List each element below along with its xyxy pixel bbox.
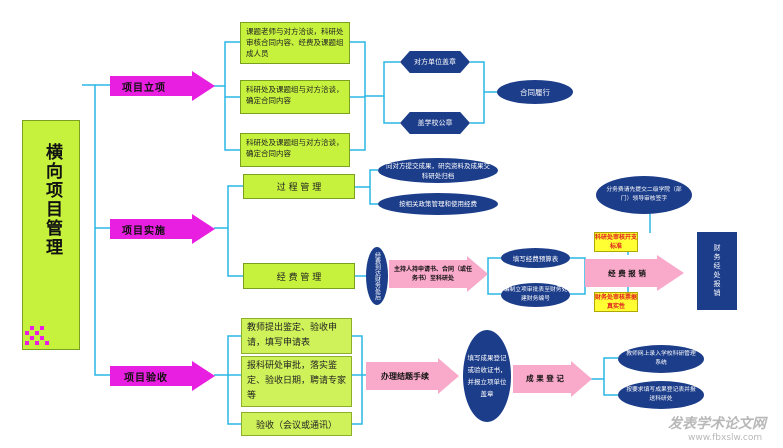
- fund-mgmt-box: 经 费 管 理: [243, 263, 355, 289]
- phase-arrow-lixiang: [110, 71, 215, 101]
- fund-arrive-oval: 经费到达财务处后: [366, 247, 388, 305]
- leader-approve-oval: 分务费请先提交二级学院（部门）领导审核签字: [596, 176, 692, 214]
- reimburse-label: 经 费 报 销: [608, 268, 646, 278]
- banli-label: 办理结题手续: [381, 371, 429, 381]
- finance-reimburse-box: 财务经处报销: [697, 232, 737, 310]
- fund-step-arrow: [389, 256, 488, 292]
- yanshou-box-3: 验收（会议或通讯）: [241, 412, 352, 436]
- pixel-mosaic-decoration: [25, 326, 49, 345]
- phase-arrow-yanshou: [110, 361, 215, 391]
- fund-step-label: 主持人持申请书、合同（或任务书）至科研处: [393, 266, 472, 282]
- fill-budget-oval: 填写经费预算表: [501, 248, 570, 268]
- phase-label-shishi: 项目实施: [122, 226, 166, 237]
- phase-label-yanshou: 项目验收: [124, 373, 168, 384]
- yanshou-oval-2: 按要求填写成果登记表并报送科研处: [618, 381, 704, 409]
- process-oval-1: 向对方提交成果，研究资料及成果交科研处归档: [378, 158, 498, 183]
- main-title: 横向项目管理: [42, 143, 62, 257]
- seal-xuexiao: 盖学校公章: [400, 112, 470, 134]
- fill-card-oval: 编制立项审批表至财务处建财务编号: [501, 283, 570, 307]
- contract-fulfill-oval: 合同履行: [497, 80, 573, 104]
- yanshou-box-1: 教师提出鉴定、验收申请，填写申请表: [241, 318, 352, 354]
- seal-duifang: 对方单位盖章: [400, 51, 470, 73]
- process-mgmt-box: 过 程 管 理: [243, 174, 355, 199]
- dengji-arrow: [513, 361, 592, 397]
- yanshou-oval-1: 教师网上录入学校科研管理系统: [618, 345, 704, 373]
- lixiang-box-3: 科研处及课题组与对方洽谈，确定合同内容: [240, 133, 350, 167]
- main-title-box: 横向项目管理: [22, 120, 80, 350]
- lixiang-box-2: 科研处及课题组与对方洽谈，确定合同内容: [240, 80, 350, 114]
- lixiang-box-1: 课题老师与对方洽谈，科研处审核合同内容、经费及课题组成人员: [240, 22, 350, 64]
- phase-arrow-shishi: [110, 214, 215, 244]
- check-standard-box: 科研处审核开支标准: [594, 232, 638, 252]
- banli-arrow: [366, 358, 459, 394]
- yanshou-box-2: 报科研处审批，落实鉴定、验收日期，聘请专家等: [241, 356, 352, 407]
- fill-certificate-oval: 填写成果登记或验收证书，并报立项单位盖章: [463, 330, 511, 422]
- reimburse-arrow: [585, 255, 684, 291]
- dengji-label: 成 果 登 记: [526, 373, 564, 383]
- watermark-title: 发表学术论文网: [668, 416, 766, 432]
- process-oval-2: 按相关政策管理和使用经费: [378, 193, 498, 215]
- connector-title-phases: [82, 84, 110, 376]
- watermark-url: www.fbxslw.com: [688, 433, 763, 443]
- phase-label-lixiang: 项目立项: [122, 83, 166, 94]
- check-invoice-box: 财务处审核票据真实性: [594, 292, 638, 312]
